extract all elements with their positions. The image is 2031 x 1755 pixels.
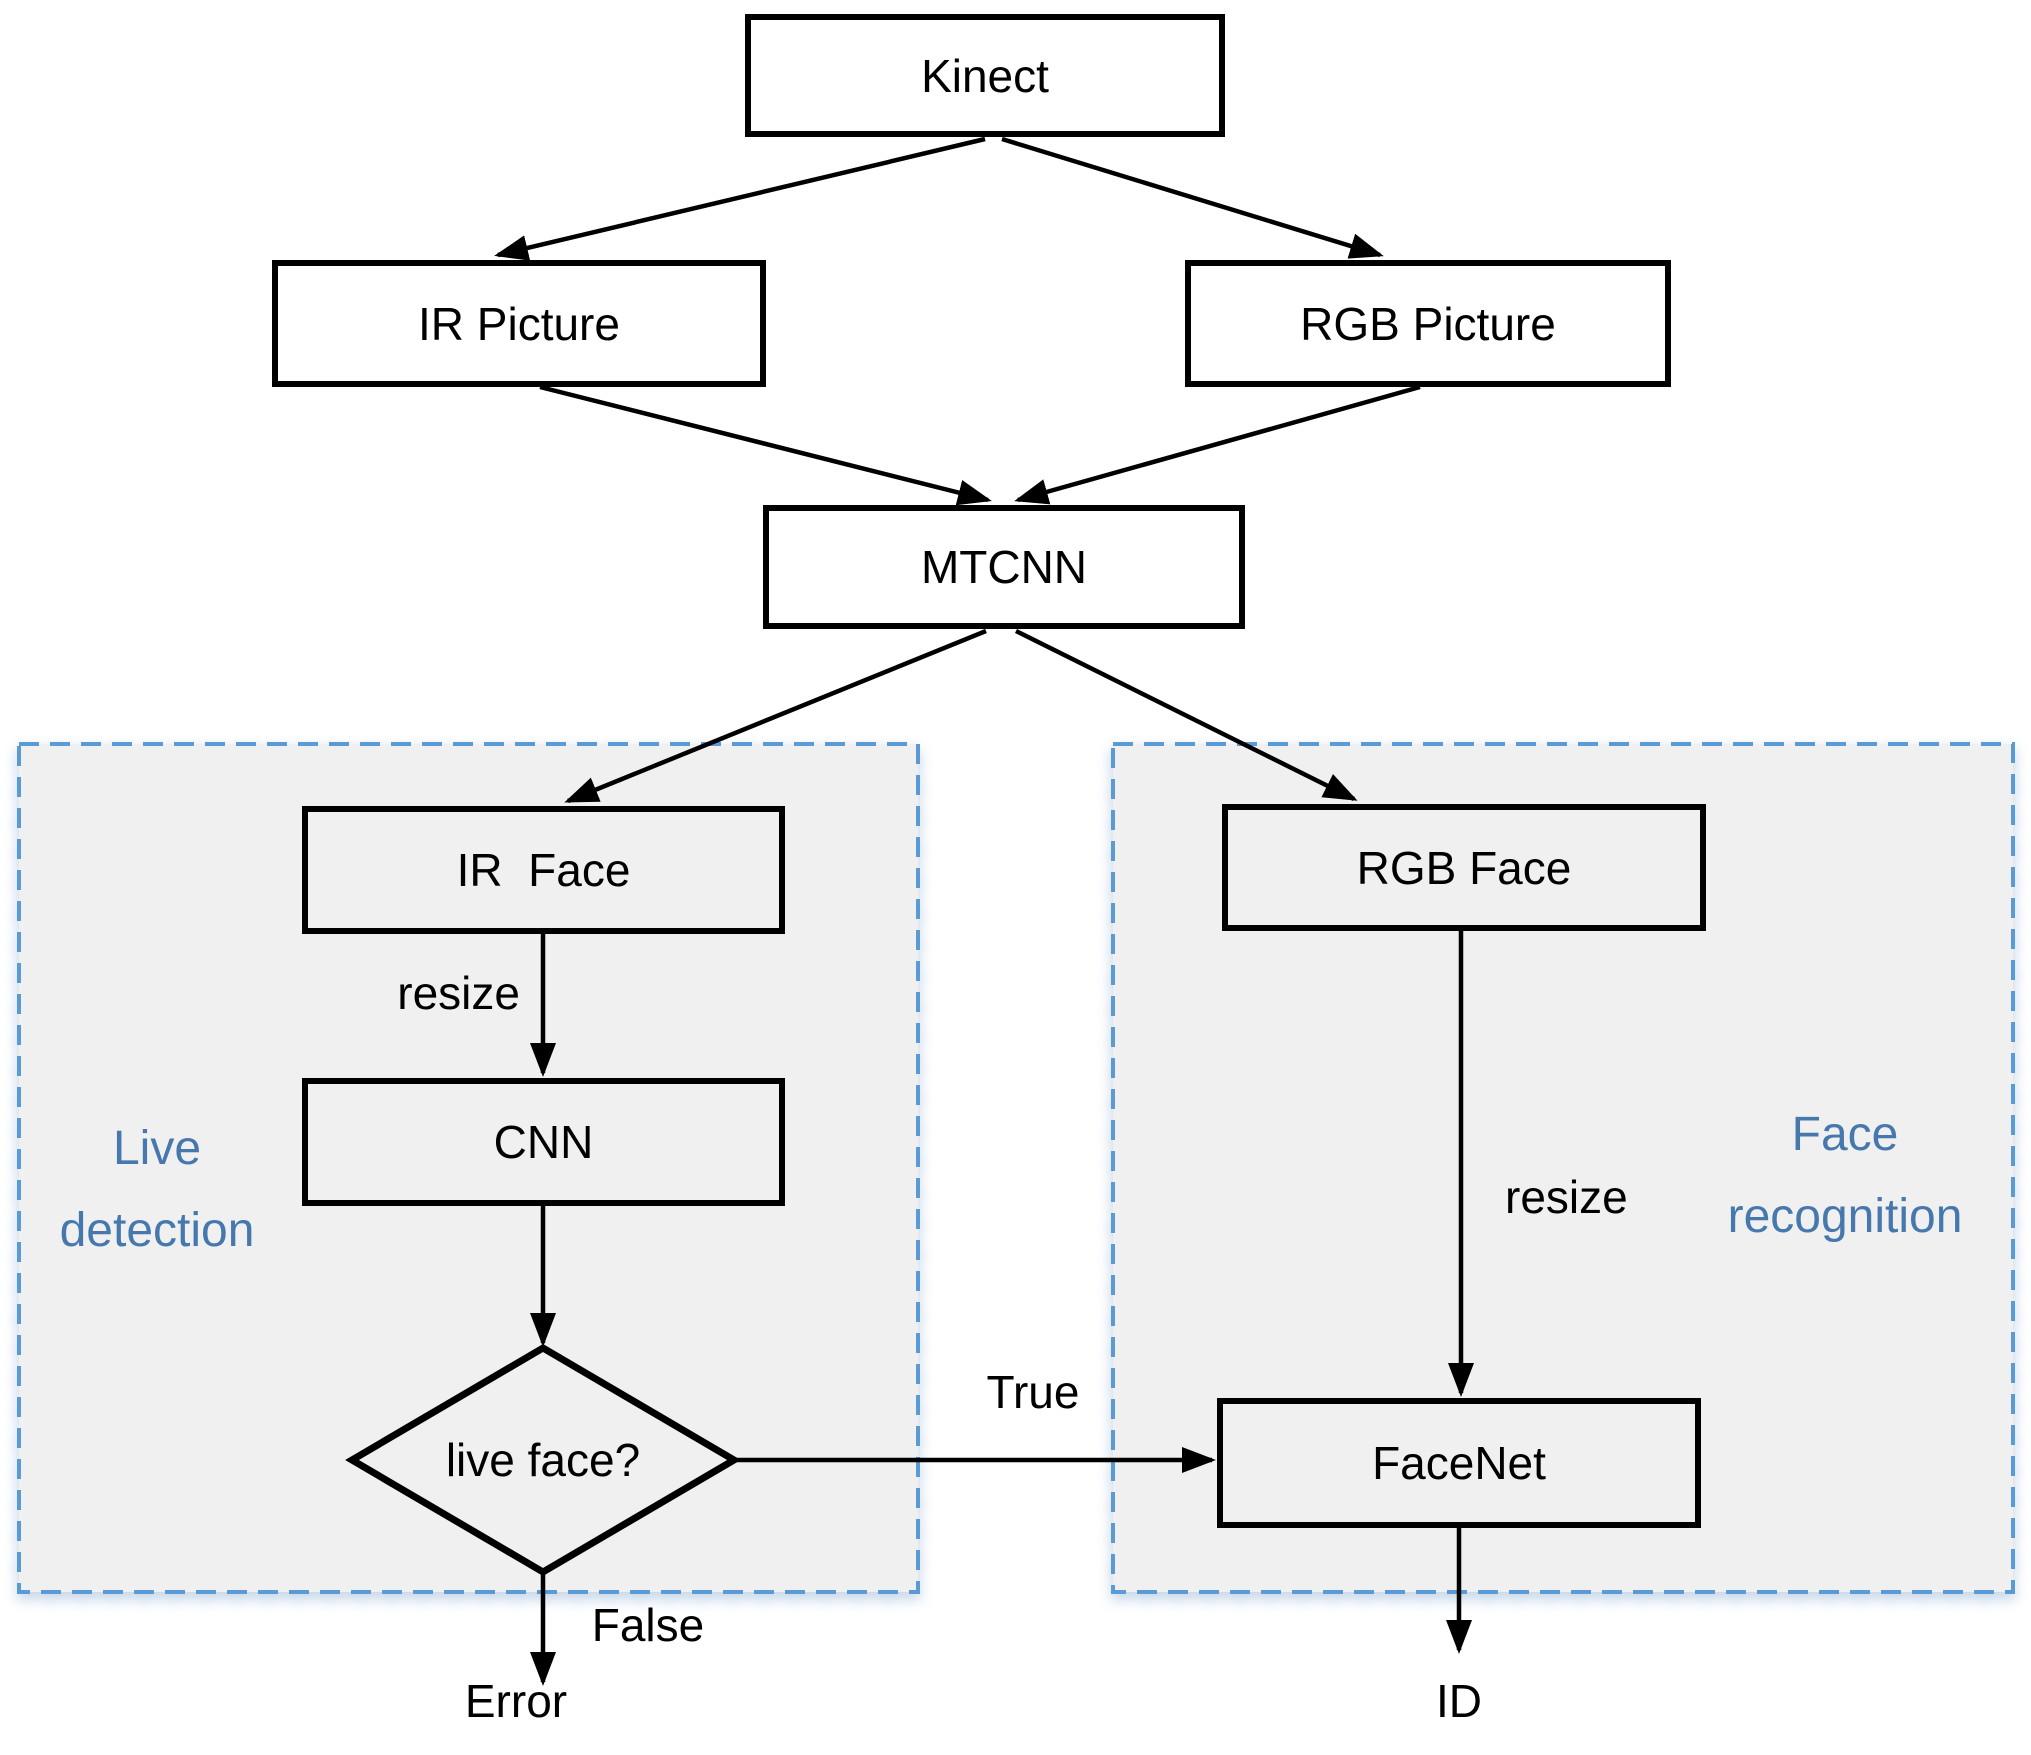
resize-label-right: resize — [1505, 1171, 1628, 1223]
node-rgb-picture: RGB Picture — [1185, 260, 1671, 387]
edge-mtcnn-to-ir-face — [564, 628, 987, 804]
live-detection-label-line1: Live — [112, 1122, 202, 1175]
edge-ir-picture-to-mtcnn — [539, 384, 992, 506]
node-ir-picture: IR Picture — [272, 260, 766, 387]
live-detection-label-line2: detection — [59, 1203, 255, 1257]
edge-kinect-to-ir-picture — [494, 136, 986, 261]
id-output-label: ID — [1436, 1675, 1482, 1727]
edge-kinect-to-rgb-picture — [1001, 136, 1384, 259]
node-rgb-face: RGB Face — [1222, 804, 1706, 931]
node-facenet: FaceNet — [1217, 1398, 1701, 1528]
edge-mtcnn-to-rgb-face — [1014, 628, 1358, 802]
live-detection-region-label: Live detection — [12, 1108, 302, 1271]
node-live-face-label: live face? — [445, 1434, 641, 1486]
node-cnn: CNN — [302, 1078, 785, 1206]
node-kinect: Kinect — [745, 14, 1225, 137]
edge-rgb-picture-to-mtcnn — [1014, 384, 1421, 505]
face-recognition-label-line1: Face — [1791, 1108, 1899, 1161]
node-mtcnn: MTCNN — [763, 505, 1245, 629]
node-ir-face: IR Face — [302, 806, 785, 934]
error-output-label: Error — [464, 1675, 568, 1727]
resize-label-left: resize — [397, 967, 520, 1019]
false-branch-label: False — [591, 1599, 705, 1651]
true-branch-label: True — [986, 1366, 1080, 1418]
